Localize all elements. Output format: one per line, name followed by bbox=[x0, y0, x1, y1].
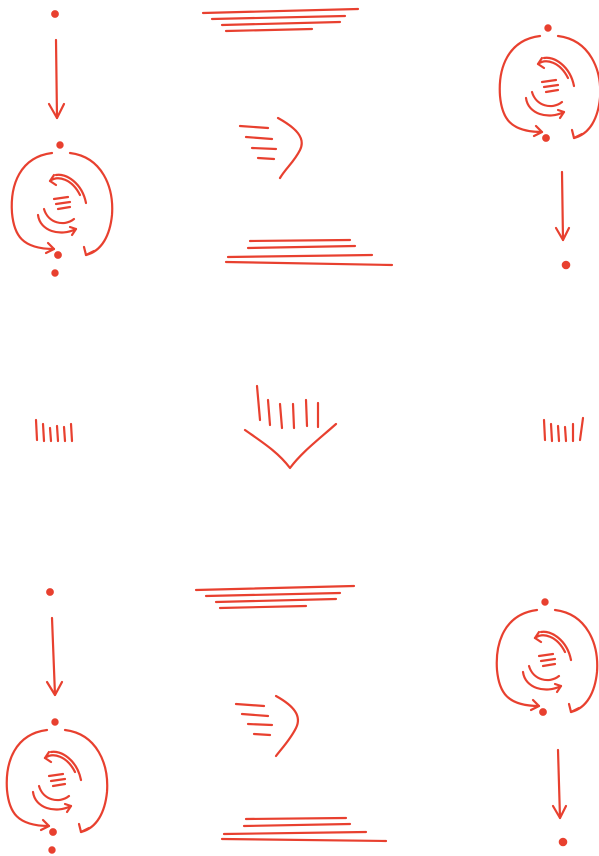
dot-icon bbox=[543, 135, 549, 141]
swirl-outer-right bbox=[65, 730, 107, 832]
dot-icon bbox=[47, 589, 53, 595]
swirl-inner-1 bbox=[526, 98, 564, 116]
arrow-down-tally-middle bbox=[245, 386, 336, 468]
swirl-loop-icon bbox=[12, 142, 112, 257]
dot-icon bbox=[57, 142, 62, 147]
swirl-outer-right bbox=[555, 610, 597, 712]
swirl-loop-icon bbox=[7, 719, 107, 834]
arrow-right-icon bbox=[236, 696, 298, 756]
top-lines bbox=[203, 9, 358, 31]
swirl-loop-icon bbox=[497, 599, 597, 714]
bottom-lines bbox=[222, 818, 386, 841]
swirl-outer-left bbox=[497, 610, 539, 706]
swirl-outer-left bbox=[500, 36, 542, 132]
swirl-inner-1 bbox=[523, 672, 561, 690]
tally-icon bbox=[257, 386, 318, 428]
dot-icon bbox=[52, 270, 57, 275]
dot-icon bbox=[545, 25, 550, 30]
dot-icon bbox=[542, 599, 547, 604]
dot-icon bbox=[540, 709, 546, 715]
swirl-outer-left bbox=[12, 153, 54, 249]
top-lines bbox=[196, 586, 354, 608]
swirl-outer-left bbox=[7, 730, 49, 826]
swirl-outer-right bbox=[70, 153, 112, 255]
dot-icon bbox=[560, 839, 566, 845]
dot-icon bbox=[55, 252, 61, 258]
chevron-down-icon bbox=[245, 424, 336, 468]
dot-icon bbox=[52, 11, 58, 17]
tally-icon bbox=[544, 418, 583, 441]
swirl-inner-2 bbox=[50, 178, 80, 195]
bottom-lines bbox=[226, 240, 392, 265]
arrow-down-icon bbox=[52, 618, 55, 695]
arrow-right-between-lines-top bbox=[203, 9, 392, 265]
arrow-down-icon bbox=[56, 40, 57, 118]
arrow-down-icon bbox=[562, 172, 563, 240]
tally-icon bbox=[36, 420, 72, 441]
swirl-inner-1 bbox=[33, 792, 71, 810]
swirl-outer-right bbox=[558, 36, 599, 138]
dot-icon bbox=[49, 847, 54, 852]
dot-icon bbox=[50, 829, 56, 835]
loop-cluster-bottom-right bbox=[553, 750, 566, 845]
dot-icon bbox=[52, 719, 57, 724]
tally-marks-left bbox=[36, 420, 72, 441]
tally-marks-right bbox=[544, 418, 583, 441]
arrow-down-icon bbox=[558, 750, 560, 818]
loop-cluster-top-right bbox=[556, 172, 569, 268]
swirl-inner-1 bbox=[38, 215, 76, 233]
swirl-loop-icon bbox=[500, 25, 599, 140]
dot-icon bbox=[563, 262, 569, 268]
arrow-right-between-lines-bottom bbox=[196, 586, 386, 841]
swirl-inner-2 bbox=[535, 635, 565, 652]
swirl-inner-2 bbox=[538, 61, 568, 78]
swirl-inner-2 bbox=[45, 755, 75, 772]
arrow-right-icon bbox=[240, 118, 302, 178]
